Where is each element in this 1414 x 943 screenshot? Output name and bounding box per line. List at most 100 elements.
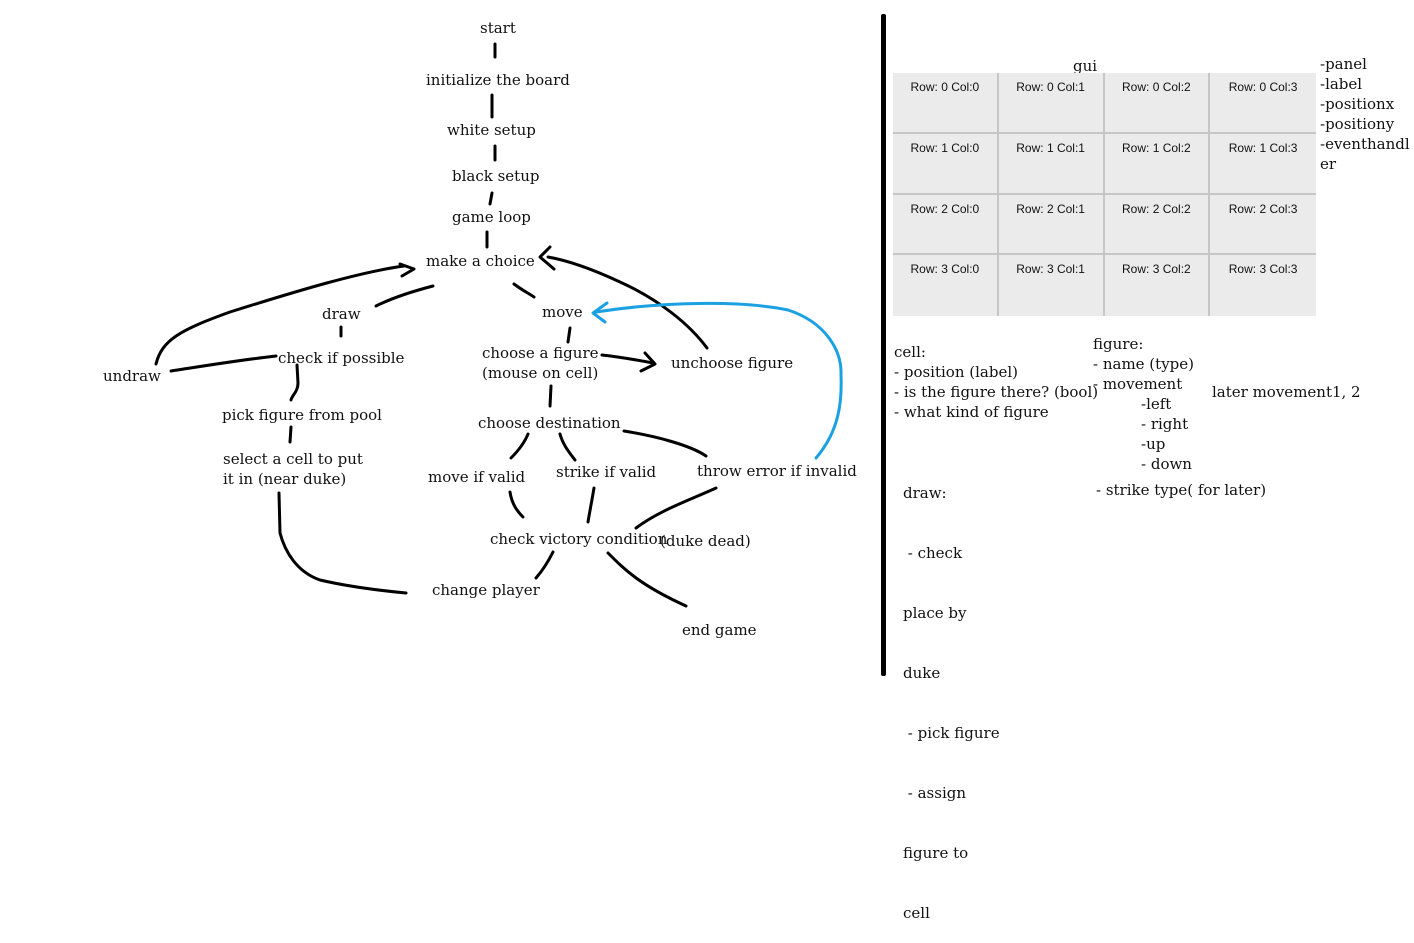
connector-move-victory (508, 490, 525, 519)
connector-victory-change (534, 550, 555, 580)
gui-cell[interactable]: Row: 2 Col:1 (998, 194, 1105, 256)
strike-type-note: - strike type( for later) (1096, 481, 1267, 499)
connector-victory-end (606, 551, 688, 608)
cell-notes-heading: cell: (894, 343, 926, 361)
draw-notes-item: - check (903, 544, 963, 562)
node-check-if-possible: check if possible (278, 349, 405, 367)
connector-dest-move (509, 432, 530, 460)
draw-notes-item: place by (903, 604, 967, 622)
connector-choice-move (512, 282, 536, 299)
later-movement-note: later movement1, 2 (1212, 383, 1361, 401)
draw-notes-item: - pick figure (903, 724, 1000, 742)
gui-cell[interactable]: Row: 2 Col:0 (893, 194, 999, 256)
gui-cell[interactable]: Row: 1 Col:2 (1104, 133, 1211, 195)
connector-select-change (277, 491, 408, 595)
figure-notes-heading: figure: (1093, 335, 1144, 353)
node-black-setup: black setup (452, 167, 540, 185)
gui-cell[interactable]: Row: 2 Col:3 (1210, 195, 1316, 256)
gui-cell[interactable]: Row: 0 Col:1 (998, 73, 1105, 134)
figure-notes-item: - name (type) (1093, 355, 1194, 373)
node-check-victory: check victory condition (490, 530, 668, 548)
gui-cell[interactable]: Row: 1 Col:1 (998, 133, 1105, 195)
gui-component-item: -panel (1320, 55, 1367, 73)
arrowhead-loop-move (591, 301, 609, 324)
connector-black-loop (488, 191, 494, 206)
node-end-game: end game (682, 621, 757, 639)
arrowhead-choice-right (538, 245, 556, 271)
gui-component-item: -label (1320, 75, 1363, 93)
gui-cell[interactable]: Row: 0 Col:2 (1104, 73, 1211, 134)
connector-pick-select (288, 425, 293, 444)
cell-notes-item: - position (label) (894, 363, 1018, 381)
draw-notes: draw: - check place by duke - pick figur… (903, 443, 1000, 943)
gui-component-item: -eventhandl (1320, 135, 1410, 153)
node-unchoose-figure: unchoose figure (671, 354, 794, 372)
draw-notes-item: figure to (903, 844, 969, 862)
node-start: start (480, 19, 516, 37)
gui-cell[interactable]: Row: 3 Col:1 (999, 255, 1105, 316)
cell-notes-item: - is the figure there? (bool) (894, 383, 1099, 401)
gui-component-item: -positionx (1320, 95, 1395, 113)
connector-unchoose-choice (546, 255, 709, 350)
node-select-cell-line1: select a cell to put (223, 450, 363, 468)
gui-cell[interactable]: Row: 1 Col:0 (893, 133, 999, 195)
section-divider (881, 14, 886, 676)
node-choose-figure-line2: (mouse on cell) (482, 364, 599, 382)
figure-notes-direction: -left (1141, 395, 1172, 413)
draw-notes-item: duke (903, 664, 941, 682)
arrowhead-choice-left (398, 262, 416, 278)
connector-dest-error (622, 429, 708, 458)
node-change-player: change player (432, 581, 540, 599)
node-move-if-valid: move if valid (428, 468, 526, 486)
node-select-cell-line2: it in (near duke) (223, 470, 347, 488)
gui-cell[interactable]: Row: 0 Col:0 (893, 73, 999, 134)
gui-component-item: -positiony (1320, 115, 1395, 133)
gui-cell[interactable]: Row: 3 Col:3 (1228, 262, 1298, 277)
connector-choose-unchoose (600, 353, 655, 365)
node-choose-figure-line1: choose a figure (482, 344, 599, 362)
node-white-setup: white setup (447, 121, 536, 139)
connector-check-pick (289, 363, 300, 402)
gui-cell[interactable]: Row: 1 Col:3 (1210, 134, 1316, 195)
gui-component-item: er (1320, 155, 1337, 173)
figure-notes-direction: -up (1141, 435, 1166, 453)
gui-component-list: -panel -label -positionx -positiony -eve… (1320, 54, 1410, 174)
node-draw: draw (322, 305, 361, 323)
node-duke-dead: (duke dead) (660, 532, 751, 550)
figure-notes-item: - movement (1093, 375, 1183, 393)
node-undraw: undraw (103, 367, 161, 385)
gui-cell[interactable]: Row: 3 Col:2 (1105, 255, 1211, 316)
draw-notes-item: - assign (903, 784, 967, 802)
gui-cell[interactable]: Row: 0 Col:3 (1210, 73, 1316, 134)
connector-move-choose (566, 326, 572, 344)
connector-choice-draw (374, 284, 435, 308)
connector-strike-victory (586, 486, 596, 524)
flowchart-connectors (154, 42, 843, 608)
figure-notes: figure: - name (type) - movement -left -… (1093, 334, 1194, 474)
gui-title: gui (1073, 57, 1098, 75)
cell-notes-item: - what kind of figure (894, 403, 1049, 421)
node-strike-if-valid: strike if valid (556, 463, 657, 481)
connector-choice-undraw (154, 264, 406, 366)
node-pick-figure-pool: pick figure from pool (222, 406, 382, 424)
node-game-loop: game loop (452, 208, 531, 226)
connector-error-victory (634, 486, 718, 530)
connector-choose-dest (548, 384, 553, 408)
figure-notes-direction: - down (1141, 455, 1192, 473)
gui-cell[interactable]: Row: 2 Col:2 (1104, 194, 1211, 256)
connector-undraw-check (169, 354, 278, 373)
node-choose-destination: choose destination (478, 414, 621, 432)
draw-notes-item: cell (903, 904, 930, 922)
draw-notes-heading: draw: (903, 484, 947, 502)
loop-arrow-error-move (594, 301, 843, 460)
node-throw-error: throw error if invalid (697, 462, 857, 480)
cell-notes: cell: - position (label) - is the figure… (894, 342, 1098, 422)
node-initialize-board: initialize the board (426, 71, 570, 89)
figure-notes-direction: - right (1141, 415, 1189, 433)
node-move: move (542, 303, 583, 321)
connector-dest-strike (558, 432, 577, 462)
arrowhead-unchoose (639, 351, 657, 373)
node-make-choice: make a choice (426, 252, 535, 270)
gui-cell[interactable]: Row: 3 Col:0 (893, 255, 999, 316)
